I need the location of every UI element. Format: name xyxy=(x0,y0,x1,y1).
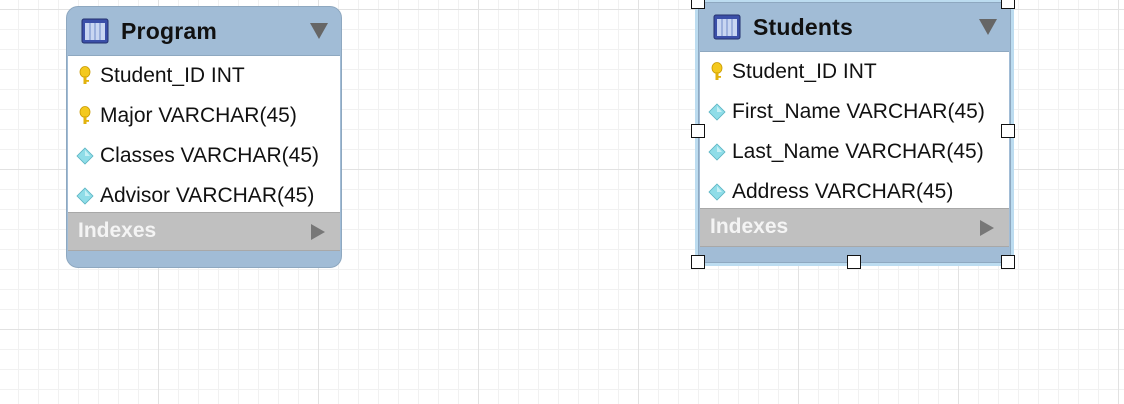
column-row[interactable]: Major VARCHAR(45) xyxy=(68,96,340,136)
column-label: Advisor VARCHAR(45) xyxy=(100,184,315,207)
resize-handle-bottom-center[interactable] xyxy=(847,255,861,269)
table-students[interactable]: Students Student_ID INT xyxy=(695,0,1014,266)
table-program[interactable]: Program Student_ID INT xyxy=(66,6,342,268)
column-row[interactable]: First_Name VARCHAR(45) xyxy=(700,92,1009,132)
column-row[interactable]: Advisor VARCHAR(45) xyxy=(68,176,340,216)
primary-key-icon xyxy=(708,62,726,82)
resize-handle-top-right[interactable] xyxy=(1001,0,1015,9)
indexes-section[interactable]: Indexes xyxy=(68,212,340,251)
collapse-triangle-icon[interactable] xyxy=(978,18,998,36)
column-label: Last_Name VARCHAR(45) xyxy=(732,140,984,163)
column-list: Student_ID INT Major VARCHAR(45) xyxy=(68,55,340,213)
column-diamond-icon xyxy=(708,182,726,202)
column-label: Classes VARCHAR(45) xyxy=(100,144,319,167)
indexes-label: Indexes xyxy=(78,219,157,242)
column-diamond-icon xyxy=(76,146,94,166)
table-header[interactable]: Program xyxy=(67,7,341,55)
column-row[interactable]: Student_ID INT xyxy=(700,52,1009,92)
column-row[interactable]: Address VARCHAR(45) xyxy=(700,172,1009,212)
column-label: First_Name VARCHAR(45) xyxy=(732,100,985,123)
collapse-triangle-icon[interactable] xyxy=(309,22,329,40)
resize-handle-middle-left[interactable] xyxy=(691,124,705,138)
column-row[interactable]: Classes VARCHAR(45) xyxy=(68,136,340,176)
column-label: Address VARCHAR(45) xyxy=(732,180,954,203)
column-label: Major VARCHAR(45) xyxy=(100,104,297,127)
column-diamond-icon xyxy=(708,102,726,122)
column-label: Student_ID INT xyxy=(732,60,877,83)
table-icon xyxy=(81,18,109,44)
primary-key-icon xyxy=(76,106,94,126)
expand-triangle-icon[interactable] xyxy=(979,219,995,237)
resize-handle-middle-right[interactable] xyxy=(1001,124,1015,138)
table-icon xyxy=(713,14,741,40)
primary-key-icon xyxy=(76,66,94,86)
column-label: Student_ID INT xyxy=(100,64,245,87)
column-row[interactable]: Student_ID INT xyxy=(68,56,340,96)
column-diamond-icon xyxy=(76,186,94,206)
resize-handle-bottom-right[interactable] xyxy=(1001,255,1015,269)
column-list: Student_ID INT First_Name VARCHAR(45) xyxy=(700,51,1009,209)
table-title: Students xyxy=(753,13,853,40)
indexes-label: Indexes xyxy=(710,215,789,238)
indexes-section[interactable]: Indexes xyxy=(700,208,1009,247)
table-header[interactable]: Students xyxy=(699,3,1010,51)
resize-handle-bottom-left[interactable] xyxy=(691,255,705,269)
column-row[interactable]: Last_Name VARCHAR(45) xyxy=(700,132,1009,172)
resize-handle-top-left[interactable] xyxy=(691,0,705,9)
column-diamond-icon xyxy=(708,142,726,162)
expand-triangle-icon[interactable] xyxy=(310,223,326,241)
table-title: Program xyxy=(121,17,217,44)
